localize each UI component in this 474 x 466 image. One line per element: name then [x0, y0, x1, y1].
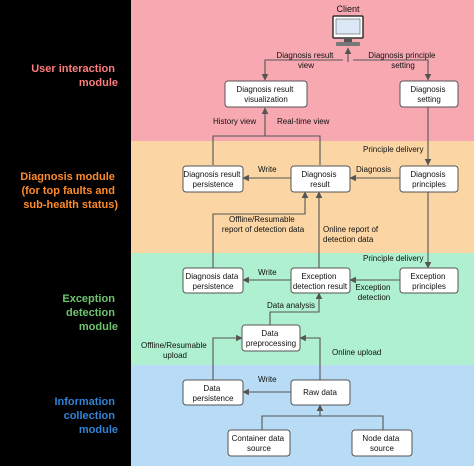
svg-text:Diagnosis result visuali: Diagnosis result visualization — [236, 85, 295, 104]
node-exception-detection-result: Exception detection result — [290, 267, 351, 294]
client-monitor-icon — [332, 15, 364, 46]
svg-text:Container data source: Container data source — [232, 434, 287, 453]
edge-label-history-view: History view — [213, 117, 256, 126]
band-diagnosis — [131, 141, 474, 253]
edge-offline-upload — [212, 334, 243, 380]
edge-online-upload — [299, 334, 321, 380]
node-diagnosis-result: Diagnosis result — [290, 165, 351, 193]
edge-result-view — [261, 59, 343, 81]
svg-text:Raw data: Raw data — [303, 388, 337, 397]
edge-history-view — [212, 107, 269, 165]
module-label-information-collection: Information collection module — [54, 396, 118, 436]
node-raw-data: Raw data — [290, 379, 351, 406]
edge-principle-setting — [353, 59, 432, 81]
node-data-persistence: Data persistence — [182, 379, 244, 406]
edge-label-offline-upload: Offline/Resumable upload — [141, 341, 209, 360]
band-user-interaction — [131, 0, 474, 141]
svg-text:Data persistence: Data persistence — [193, 384, 234, 403]
edge-label-principle-delivery-1: Principle delivery — [363, 145, 423, 154]
svg-text:Node data source: Node data source — [362, 434, 401, 453]
edge-sources — [261, 405, 384, 430]
node-node-data-source: Node data source — [351, 429, 413, 457]
svg-text:Data preprocessing: Data preprocessing — [246, 329, 296, 348]
edge-offline-report — [212, 191, 309, 268]
edge-label-realtime-view: Real-time view — [277, 117, 330, 126]
module-label-diagnosis: Diagnosis module (for top faults and sub… — [20, 171, 118, 211]
node-container-data-source: Container data source — [227, 429, 291, 457]
svg-text:Exception principles: Exception principles — [410, 272, 447, 291]
edge-label-result-view: Diagnosis result view — [276, 51, 335, 70]
edge-label-exception-detection: Exception detection — [355, 283, 392, 302]
node-exception-principles: Exception principles — [399, 267, 459, 294]
node-diagnosis-principles: Diagnosis principles — [399, 165, 459, 193]
edge-label-principle-delivery-2: Principle delivery — [363, 254, 423, 263]
edge-label-write-2: Write — [258, 268, 277, 277]
edge-label-write-3: Write — [258, 375, 277, 384]
edge-label-principle-setting: Diagnosis principle setting — [368, 51, 437, 70]
edge-label-write-1: Write — [258, 165, 277, 174]
edge-label-diagnosis: Diagnosis — [356, 165, 391, 174]
node-data-preprocessing: Data preprocessing — [241, 324, 301, 352]
svg-text:Diagnosis principles: Diagnosis principles — [410, 170, 447, 189]
svg-text:Diagnosis data persisten: Diagnosis data persistence — [185, 272, 240, 291]
svg-text:Diagnosis setting: Diagnosis setting — [410, 85, 447, 104]
edge-realtime-view — [265, 135, 321, 165]
edge-data-analysis — [269, 292, 323, 325]
svg-text:Exception detection resu: Exception detection result — [293, 272, 348, 291]
edge-label-online-report: Online report of detection data — [323, 225, 380, 244]
edge-label-data-analysis: Data analysis — [267, 301, 315, 310]
node-diagnosis-result-persistence: Diagnosis result persistence — [182, 165, 244, 193]
node-diagnosis-setting: Diagnosis setting — [399, 80, 459, 108]
client-label: Client — [336, 4, 360, 14]
edge-label-offline-report: Offline/Resumable report of detection da… — [222, 215, 305, 234]
module-label-user-interaction: User interaction module — [31, 63, 118, 89]
node-diagnosis-result-visualization: Diagnosis result visualization — [224, 80, 308, 108]
svg-text:Diagnosis result: Diagnosis result — [301, 170, 338, 189]
node-diagnosis-data-persistence: Diagnosis data persistence — [182, 267, 244, 294]
svg-text:Diagnosis result persist: Diagnosis result persistence — [183, 170, 242, 189]
module-label-exception-detection: Exception detection module — [62, 293, 118, 333]
edge-label-online-upload: Online upload — [332, 348, 381, 357]
